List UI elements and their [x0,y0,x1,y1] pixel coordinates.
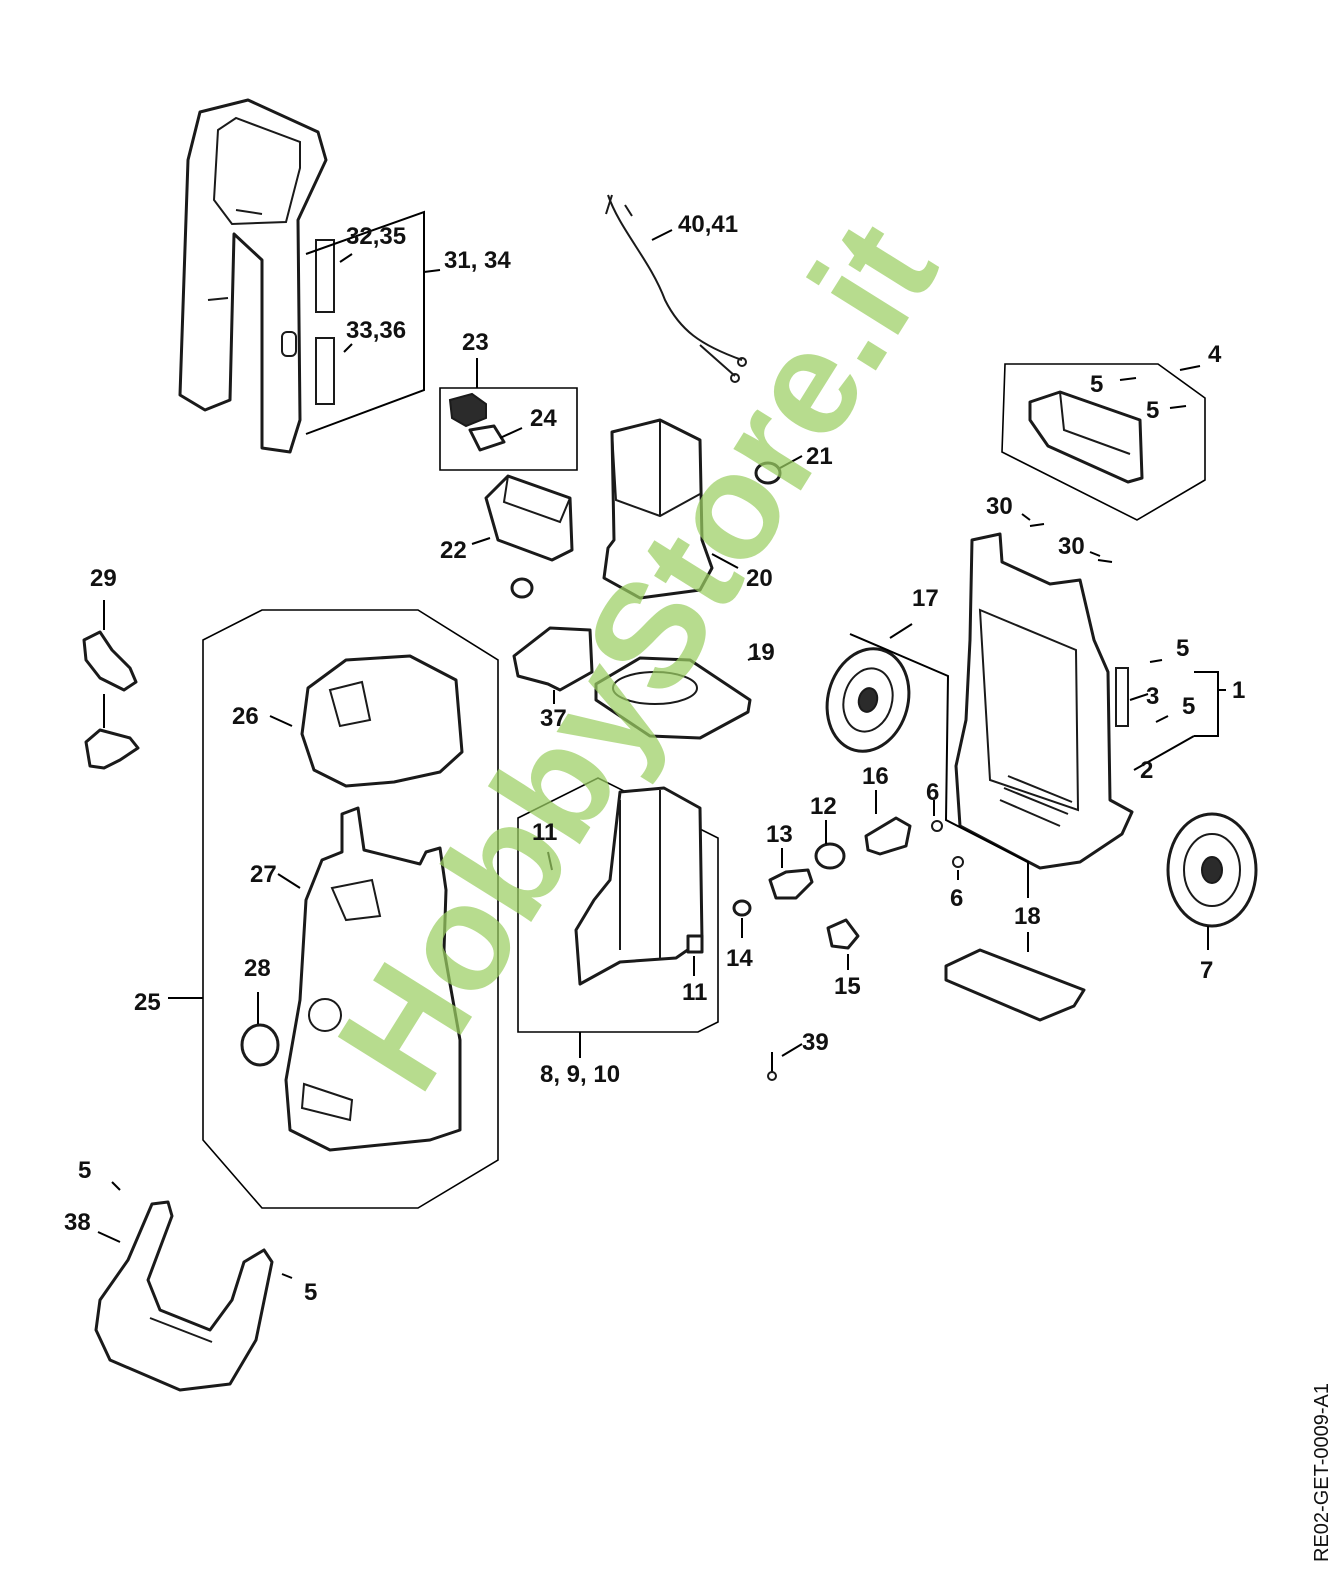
part-cable [605,194,747,383]
callout-15: 15 [834,973,861,1000]
callout-22: 22 [440,537,467,564]
part-screws [111,377,1187,1279]
callout-8-9-10: 8, 9, 10 [540,1061,620,1088]
callout-1: 1 [1232,677,1245,704]
callout-5f: 5 [304,1279,317,1306]
leader-lines [97,210,1226,1243]
part-base-38 [94,1200,274,1392]
part-plug-21 [754,461,782,485]
callout-32-35: 32,35 [346,223,406,250]
callout-5c: 5 [1176,635,1189,662]
part-pin-39 [767,1052,777,1081]
callout-3: 3 [1146,683,1159,710]
callout-23: 23 [462,329,489,356]
part-cover-group-25 [202,609,499,1209]
part-housing-20 [602,418,714,600]
callout-12: 12 [810,793,837,820]
part-switch [448,392,506,452]
part-frame-1 [954,532,1134,870]
part-seal-19 [594,656,752,740]
callout-18: 18 [1014,903,1041,930]
callout-20: 20 [746,565,773,592]
part-fittings [732,816,964,950]
callout-11b: 11 [682,979,707,1006]
part-wheel-7 [1166,812,1258,928]
callout-28: 28 [244,955,271,982]
callout-30b: 30 [1058,533,1085,560]
callout-5d: 5 [1182,693,1195,720]
callout-2: 2 [1140,757,1153,784]
callout-13: 13 [766,821,793,848]
part-clip-29 [82,630,140,770]
callout-5b: 5 [1146,397,1159,424]
callout-37: 37 [540,705,567,732]
part-wheel-17 [825,647,911,753]
callout-17: 17 [912,585,939,612]
part-pump-group [517,777,719,1033]
callout-7: 7 [1200,957,1213,984]
part-pad-18 [944,948,1086,1022]
part-bracket-4 [1001,363,1206,521]
callout-27: 27 [250,861,277,888]
callout-31-34: 31, 34 [444,247,511,274]
callout-30a: 30 [986,493,1013,520]
callout-4: 4 [1208,341,1222,368]
callout-25: 25 [134,989,161,1016]
callout-labels: 1 2 3 4 5 5 5 5 5 5 6 6 7 8, 9, 10 11 11… [64,211,1245,1306]
callout-39: 39 [802,1029,829,1056]
callout-24: 24 [530,405,557,432]
callout-33-36: 33,36 [346,317,406,344]
part-box-22 [484,474,574,599]
callout-14: 14 [726,945,753,972]
part-cover-37 [512,626,594,692]
callout-6b: 6 [950,885,963,912]
callout-6a: 6 [926,779,939,806]
callout-29: 29 [90,565,117,592]
callout-11a: 11 [532,819,557,846]
callout-19: 19 [748,639,775,666]
callout-21: 21 [806,443,833,470]
callout-5e: 5 [78,1157,91,1184]
callout-26: 26 [232,703,259,730]
callout-38: 38 [64,1209,91,1236]
callout-40-41: 40,41 [678,211,738,238]
drawing-reference: RE02-GET-0009-A1 [1311,1383,1333,1562]
part-handle [178,98,335,454]
callout-5a: 5 [1090,371,1103,398]
callout-16: 16 [862,763,889,790]
